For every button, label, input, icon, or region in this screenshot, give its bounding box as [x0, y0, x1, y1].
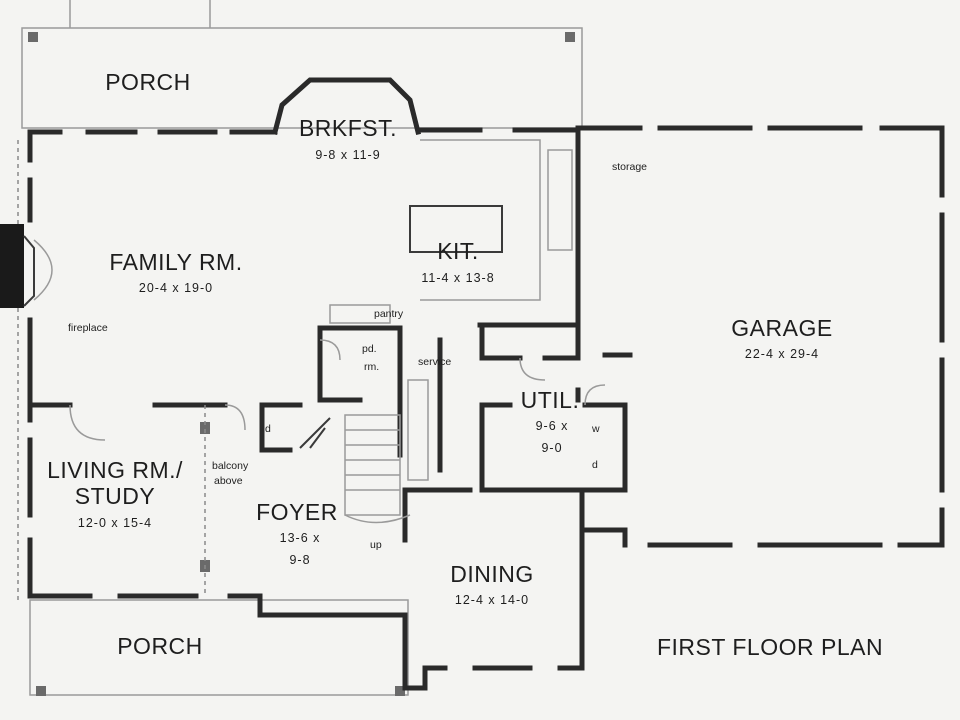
garage-label: GARAGE [731, 315, 832, 341]
fireplace-arc [33, 239, 53, 301]
fireplace-hearth [23, 235, 35, 307]
interior-walls [27, 127, 633, 596]
fireplace-note: fireplace [68, 322, 108, 334]
living-label-1: LIVING RM./ [47, 457, 183, 483]
balcony-note-2: above [214, 475, 243, 487]
kit-dim: 11-4 x 13-8 [421, 271, 494, 285]
util-dim-1: 9-6 x [536, 419, 569, 433]
porch-bottom-label: PORCH [117, 633, 203, 659]
family-dim: 20-4 x 19-0 [139, 281, 213, 295]
util-dim-2: 9-0 [541, 441, 562, 455]
living-dim: 12-0 x 15-4 [78, 516, 152, 530]
stairs [299, 379, 429, 524]
closet-d-note-2: d [592, 459, 598, 471]
pantry-note: pantry [374, 308, 404, 320]
washer-note: w [591, 423, 600, 435]
util-label: UTIL. [521, 387, 580, 413]
annotations: storage fireplace pantry pd. rm. service… [68, 161, 647, 551]
foyer-label: FOYER [256, 499, 338, 525]
pd-rm-note-2: rm. [364, 361, 379, 373]
closet-d-note-1: d [265, 423, 271, 435]
exterior-walls [27, 77, 945, 691]
room-labels: PORCH BRKFST. 9-8 x 11-9 FAMILY RM. 20-4… [47, 69, 883, 660]
family-label: FAMILY RM. [109, 249, 242, 275]
foyer-dim-1: 13-6 x [280, 531, 321, 545]
dining-dim: 12-4 x 14-0 [455, 593, 529, 607]
stair-up-note: up [370, 539, 382, 551]
porch-outlines [17, 0, 583, 696]
plan-title: FIRST FLOOR PLAN [657, 634, 883, 660]
service-note: service [418, 356, 451, 368]
kit-label: KIT. [437, 238, 479, 264]
living-label-2: STUDY [75, 483, 155, 509]
porch-top-label: PORCH [105, 69, 191, 95]
storage-note: storage [612, 161, 647, 173]
kitchen-counters [329, 139, 573, 324]
foyer-dim-2: 9-8 [289, 553, 310, 567]
balcony-note-1: balcony [212, 460, 249, 472]
chimney [0, 224, 24, 308]
pd-rm-note-1: pd. [362, 343, 377, 355]
door-swings [69, 339, 606, 441]
brkfst-dim: 9-8 x 11-9 [315, 148, 380, 162]
dining-label: DINING [450, 561, 534, 587]
brkfst-label: BRKFST. [299, 115, 397, 141]
garage-dim: 22-4 x 29-4 [745, 347, 819, 361]
